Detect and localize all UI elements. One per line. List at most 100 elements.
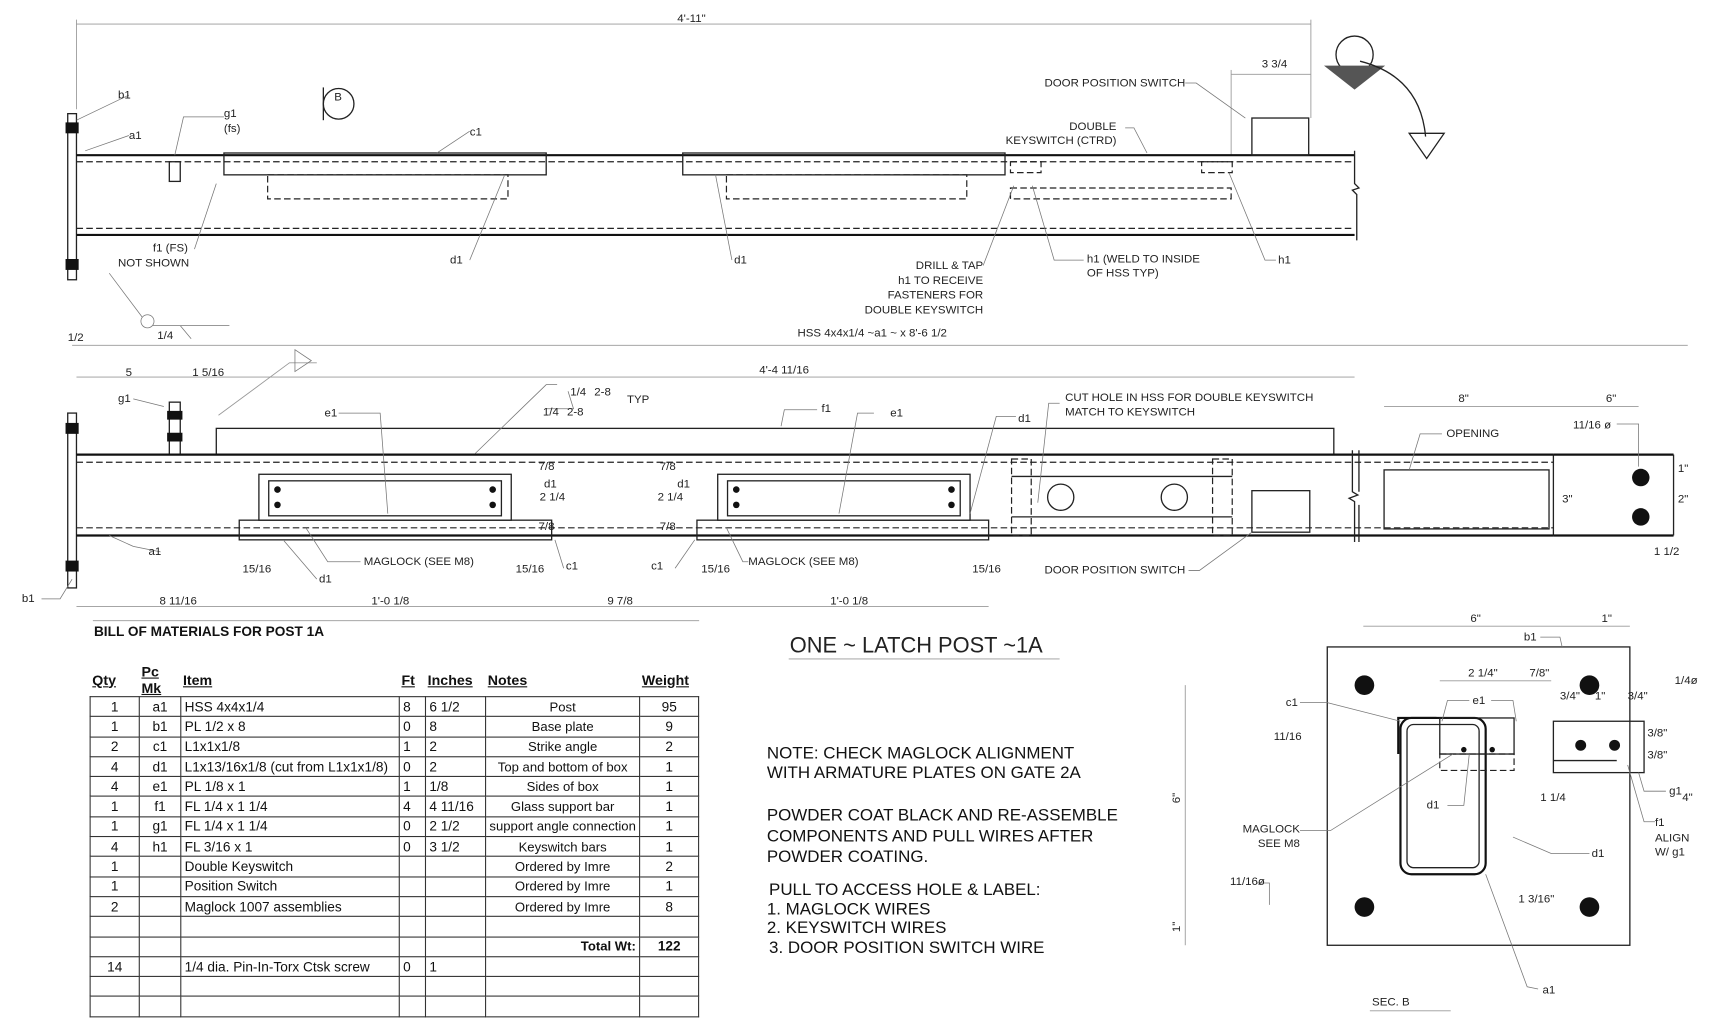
annotation-label: FASTENERS FOR [888, 289, 984, 301]
table-cell-weight: 1 [639, 796, 700, 818]
table-cell-weight: 95 [639, 696, 700, 718]
table-cell-ft: 0 [398, 716, 427, 738]
table-cell-weight: 1 [639, 756, 700, 778]
table-cell-ft: 0 [398, 956, 427, 978]
table-cell-pc-mk: h1 [138, 836, 182, 858]
annotation-label: 15/16 [972, 564, 1001, 576]
maglock-label: MAGLOCK (SEE M8) [364, 556, 474, 568]
label-f1-fs: f1 (FS) [153, 242, 188, 254]
table-cell-notes: Ordered by Imre [485, 856, 641, 878]
annotation-label: KEYSWITCH (CTRD) [1006, 135, 1117, 147]
table-cell-notes: Keyswitch bars [485, 836, 641, 858]
opening-label: OPENING [1446, 428, 1499, 440]
base-plate-b1 [67, 412, 78, 589]
table-cell-inches: 1 [424, 956, 487, 978]
table-cell-pc-mk: f1 [138, 796, 182, 818]
dps-dim-label: 3 3/4 [1262, 59, 1288, 71]
annotation-label: WITH ARMATURE PLATES ON GATE 2A [767, 763, 1082, 782]
table-cell-item: Double Keyswitch [180, 856, 400, 878]
annotation-label: 1 3/16" [1518, 894, 1554, 906]
door-position-switch [1251, 490, 1311, 533]
table-cell-qty: 4 [89, 756, 140, 778]
bom-title: BILL OF MATERIALS FOR POST 1A [93, 623, 325, 640]
table-cell-item [180, 936, 400, 958]
label-a1: a1 [1542, 984, 1555, 996]
table-cell-item: L1x1x1/8 [180, 736, 400, 758]
maglock-1 [223, 152, 547, 176]
annotation-label: 1'-0 1/8 [371, 595, 409, 607]
annotation-label: 4" [1682, 792, 1692, 804]
table-cell-notes: support angle connection [485, 816, 641, 838]
table-cell-item: PL 1/8 x 1 [180, 776, 400, 798]
table-cell-item: FL 1/4 x 1 1/4 [180, 816, 400, 838]
table-cell-weight [639, 956, 700, 978]
annotation-label: SEE M8 [1258, 838, 1300, 850]
annotation-label: h1 TO RECEIVE [898, 275, 983, 287]
annotation-label: 7/8 [539, 521, 555, 533]
annotation-label: b1 [1524, 631, 1537, 643]
table-cell-qty: 2 [89, 736, 140, 758]
cut-hole-note: CUT HOLE IN HSS FOR DOUBLE KEYSWITCH [1065, 392, 1313, 404]
table-cell-qty [89, 976, 140, 998]
plate-dim-label: 1/2 [68, 332, 84, 344]
rotate-arrow-icon [1359, 60, 1427, 137]
table-cell-item: 1/4 dia. Pin-In-Torx Ctsk screw [180, 956, 400, 978]
door-position-switch-label: DOOR POSITION SWITCH [1044, 565, 1185, 577]
table-cell-ft: 0 [398, 836, 427, 858]
hss-section-a1 [1399, 716, 1487, 876]
table-cell-inches [424, 896, 487, 918]
annotation-label: 8" [1458, 393, 1468, 405]
annotation-label: 1" [1678, 463, 1688, 475]
table-cell-weight: 2 [639, 856, 700, 878]
table-cell-notes: Glass support bar [485, 796, 641, 818]
h1-weld-note: h1 (WELD TO INSIDE [1087, 253, 1200, 265]
annotation-label: 2-8 [567, 406, 584, 418]
table-cell-notes: Base plate [485, 716, 641, 738]
table-cell-inches [424, 876, 487, 898]
annotation-label: 11/16ø [1230, 876, 1265, 888]
annotation-label: NOTE: CHECK MAGLOCK ALIGNMENT [767, 743, 1074, 762]
annotation-label: 2-8 [594, 387, 611, 399]
table-cell-qty: 4 [89, 836, 140, 858]
table-row [89, 976, 700, 998]
table-cell-weight: 2 [639, 736, 700, 758]
column-header: Item [182, 671, 213, 688]
column-header: Ft [401, 671, 415, 688]
table-cell-notes [485, 916, 641, 938]
keyswitch-cutout [1010, 458, 1233, 537]
table-cell-notes [485, 996, 641, 1018]
annotation-label: 7/8 [660, 461, 676, 473]
table-cell-ft [398, 916, 427, 938]
annotation-label: 11/16 ø [1573, 419, 1611, 431]
table-cell-pc-mk [138, 936, 182, 958]
table-cell-item: PL 1/2 x 8 [180, 716, 400, 738]
annotation-label: 6" [1171, 793, 1183, 803]
table-cell-inches: 1/8 [424, 776, 487, 798]
annotation-label: 1" [1601, 613, 1611, 625]
column-header: Inches [427, 671, 473, 688]
table-cell-weight: 1 [639, 836, 700, 858]
table-cell-ft [398, 896, 427, 918]
annotation-label: OF HSS TYP) [1087, 267, 1159, 279]
top-elevation-view: 4'-11" 3 3/4 B b1 a1 g1 (fs) c1 f1 (FS) [65, 13, 1446, 342]
label-d1: d1 [677, 478, 690, 490]
table-cell-pc-mk: g1 [138, 816, 182, 838]
table-cell-ft: 8 [398, 696, 427, 718]
table-cell-weight: 1 [639, 876, 700, 898]
table-cell-qty: 1 [89, 696, 140, 718]
table-cell-inches: 2 [424, 756, 487, 778]
table-cell-notes [485, 976, 641, 998]
table-cell-pc-mk [138, 876, 182, 898]
general-notes: NOTE: CHECK MAGLOCK ALIGNMENT WITH ARMAT… [767, 743, 1118, 957]
table-cell-pc-mk: a1 [138, 696, 182, 718]
annotation-label: 1 1/4 [1540, 792, 1566, 804]
